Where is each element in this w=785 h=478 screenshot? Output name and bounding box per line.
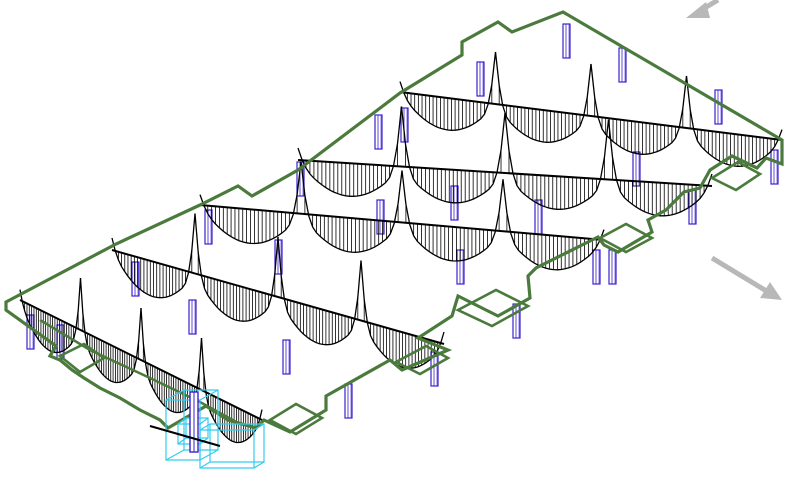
moment-curve — [111, 213, 196, 299]
moment-line — [399, 51, 783, 167]
moment-curve — [199, 161, 302, 245]
moment-line — [19, 277, 263, 444]
moment-line — [297, 106, 713, 217]
column — [714, 89, 723, 125]
column — [344, 383, 353, 419]
column — [592, 249, 601, 285]
columns-back-group[interactable] — [26, 23, 779, 419]
beam-axis — [19, 299, 263, 421]
moment-curve — [399, 51, 497, 131]
column — [204, 209, 213, 245]
moment-curve — [19, 277, 82, 354]
moment-curve — [401, 170, 504, 262]
moment-curve — [494, 51, 592, 143]
moment-curve — [502, 179, 605, 271]
slab-balcony — [455, 288, 531, 328]
slab-balcony — [393, 344, 451, 376]
moment-line — [199, 161, 605, 271]
selected-column — [149, 391, 221, 453]
slab-balcony — [267, 402, 325, 436]
moment-curve — [685, 75, 783, 167]
moment-curve — [300, 161, 403, 253]
moment-curve — [277, 236, 362, 346]
column — [608, 249, 617, 285]
column — [188, 299, 197, 335]
column — [374, 114, 383, 150]
moment-curve — [79, 277, 142, 384]
column — [770, 149, 779, 185]
beam-axis — [399, 91, 783, 141]
slab-outline[interactable] — [4, 10, 784, 436]
arrow-up-left-icon — [686, 0, 720, 18]
column — [618, 47, 627, 83]
moment-line — [111, 213, 445, 369]
moment-curve — [200, 337, 263, 444]
column — [562, 23, 571, 59]
moment-curve — [607, 119, 713, 217]
moment-curve — [194, 213, 279, 322]
slab-balcony — [597, 222, 655, 254]
slab-perimeter — [4, 10, 784, 434]
column — [376, 199, 385, 235]
moment-curve — [590, 63, 688, 155]
slab-balcony — [709, 160, 763, 192]
bending-moment-diagrams[interactable] — [19, 51, 783, 444]
moment-curve — [504, 112, 610, 210]
moment-curve — [400, 106, 506, 204]
selected-column-wireframe[interactable] — [149, 389, 265, 469]
slab-balcony — [57, 342, 107, 374]
column — [512, 303, 521, 339]
arrow-down-right-icon — [710, 255, 782, 300]
beam-axis — [111, 249, 445, 345]
beam-axis — [199, 204, 605, 241]
moment-curve — [297, 106, 403, 197]
column — [476, 61, 485, 97]
column — [131, 261, 140, 297]
slab-edge-inner — [39, 318, 241, 426]
column — [282, 339, 291, 375]
beam-axis — [297, 159, 713, 187]
